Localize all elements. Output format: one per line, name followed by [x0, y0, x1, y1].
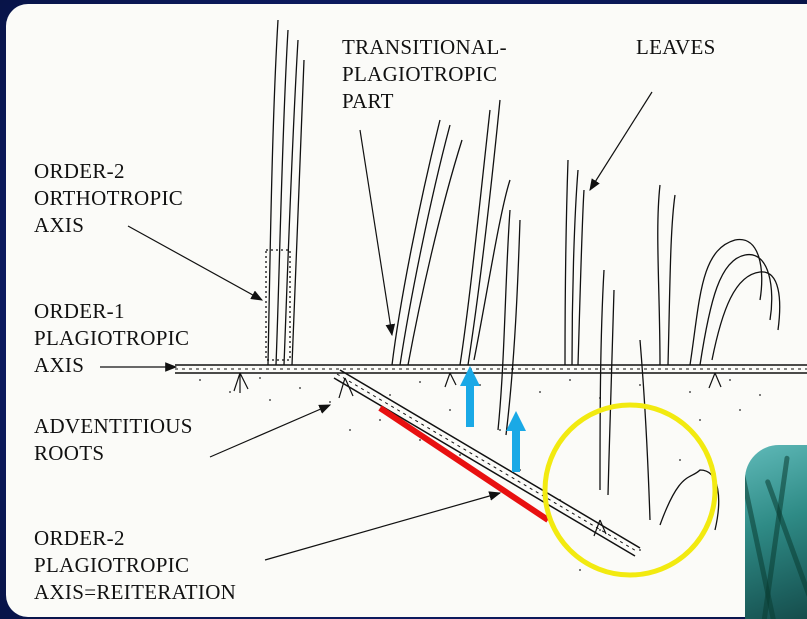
label-adventitious-roots: ADVENTITIOUS ROOTS [34, 413, 193, 467]
label-order1-plagiotropic-axis: ORDER-1 PLAGIOTROPIC AXIS [34, 298, 189, 379]
order2-rhizome [334, 370, 640, 556]
label-order2-orthotropic-axis: ORDER-2 ORTHOTROPIC AXIS [34, 158, 183, 239]
order1-rhizome [175, 365, 807, 373]
blue-up-arrow-icon [506, 411, 526, 472]
label-transitional-plagiotropic-part: TRANSITIONAL- PLAGIOTROPIC PART [342, 34, 507, 115]
label-leaves: LEAVES [636, 34, 716, 61]
blue-up-arrow-icon [460, 366, 480, 427]
yellow-highlight-circle [545, 405, 715, 575]
label-order2-plagiotropic-reiteration: ORDER-2 PLAGIOTROPIC AXIS=REITERATION [34, 525, 236, 606]
seagrass-photo [745, 445, 807, 619]
